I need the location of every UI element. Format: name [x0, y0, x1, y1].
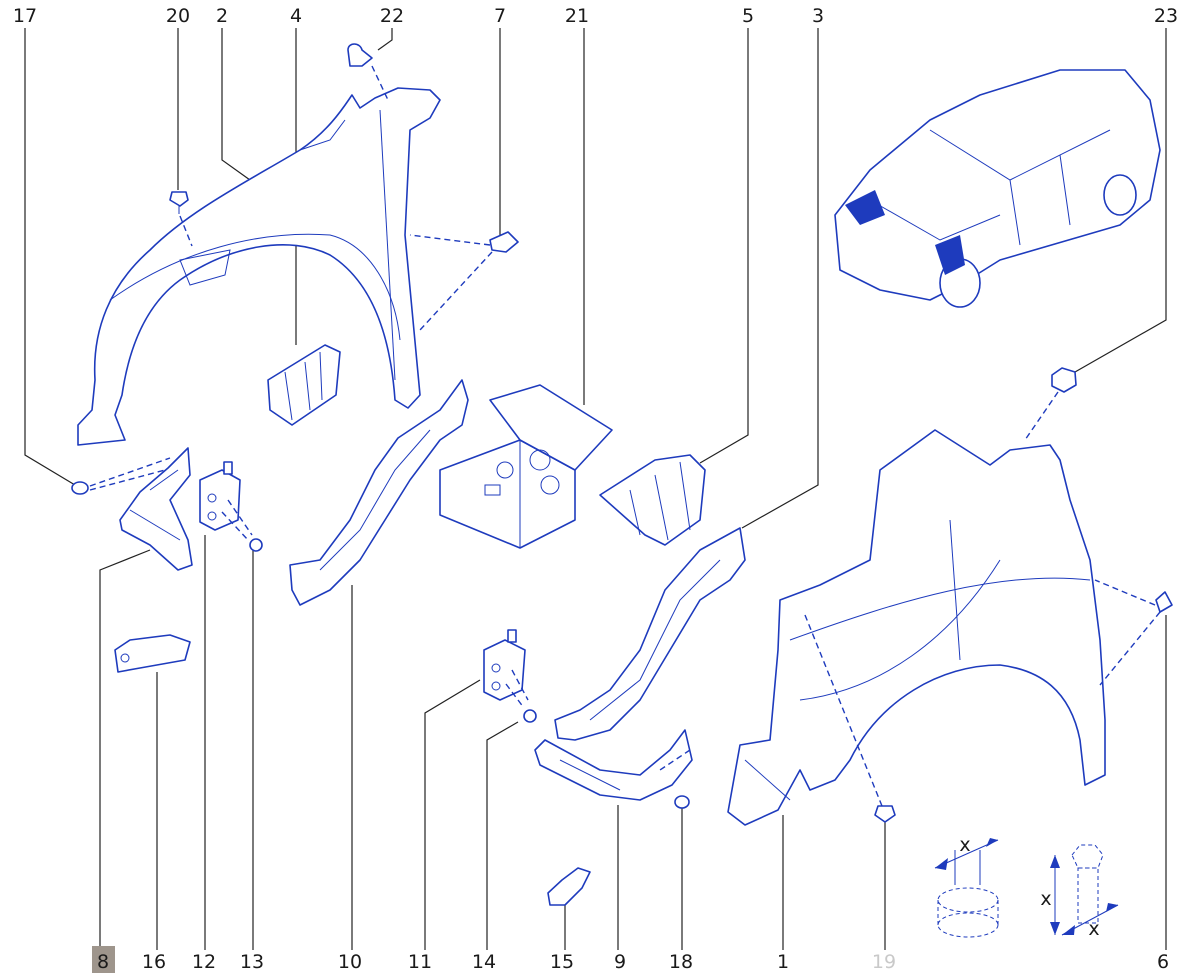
callout-2: 2 — [216, 5, 228, 27]
fastener-kit-box-part-21 — [439, 384, 613, 549]
callout-23: 23 — [1154, 5, 1178, 27]
hinge-part-11 — [483, 629, 529, 709]
callout-8-highlight — [92, 946, 115, 973]
callout-20: 20 — [166, 5, 190, 27]
callout-6: 6 — [1157, 951, 1169, 973]
hinge-part-12 — [199, 461, 253, 541]
fender-right-part-1 — [727, 429, 1106, 826]
callout-3: 3 — [812, 5, 824, 27]
callout-1: 1 — [777, 951, 789, 973]
hinge-bracket-part-9 — [534, 729, 693, 801]
bolt-length-dimension-label: x — [1040, 888, 1051, 910]
callout-9: 9 — [614, 951, 626, 973]
leader-lines — [24, 28, 1167, 950]
hinge-part-15 — [547, 867, 591, 906]
vehicle-overview — [834, 69, 1161, 308]
clip-part-22 — [347, 43, 389, 101]
fender-left-part-2 — [77, 87, 441, 446]
callout-21: 21 — [565, 5, 589, 27]
bracket-part-4 — [267, 344, 341, 426]
nut-part-18 — [674, 795, 690, 809]
callout-8: 8 — [97, 951, 109, 973]
callout-22: 22 — [380, 5, 404, 27]
bolt-dimension-icon — [1050, 844, 1119, 936]
callout-13: 13 — [240, 951, 264, 973]
callout-5: 5 — [742, 5, 754, 27]
callout-14: 14 — [472, 951, 496, 973]
clip-part-6 — [1094, 579, 1173, 686]
clip-part-7 — [409, 231, 519, 331]
callout-10: 10 — [338, 951, 362, 973]
bolt-part-13 — [249, 538, 263, 552]
callout-4: 4 — [290, 5, 302, 27]
callout-15: 15 — [550, 951, 574, 973]
hinge-bracket-part-8 — [119, 447, 193, 571]
callout-18: 18 — [669, 951, 693, 973]
bracket-part-5 — [599, 454, 706, 546]
wheel-arch-bracket-part-3 — [554, 527, 746, 741]
callout-19: 19 — [872, 951, 896, 973]
clip-part-23 — [1024, 367, 1077, 441]
nut-dimension-icon — [934, 838, 999, 938]
callout-17: 17 — [13, 5, 37, 27]
nut-dimension-label: x — [959, 834, 970, 856]
hinge-part-16 — [114, 634, 191, 673]
bolt-width-dimension-label: x — [1088, 918, 1099, 940]
callout-16: 16 — [142, 951, 166, 973]
clip-part-19 — [804, 614, 896, 823]
wheel-arch-bracket-part-10 — [289, 379, 469, 606]
clip-part-20 — [169, 191, 193, 247]
callout-12: 12 — [192, 951, 216, 973]
callout-7: 7 — [494, 5, 506, 27]
callout-11: 11 — [408, 951, 432, 973]
bolt-part-14 — [523, 709, 537, 723]
nut-part-17 — [71, 457, 171, 495]
